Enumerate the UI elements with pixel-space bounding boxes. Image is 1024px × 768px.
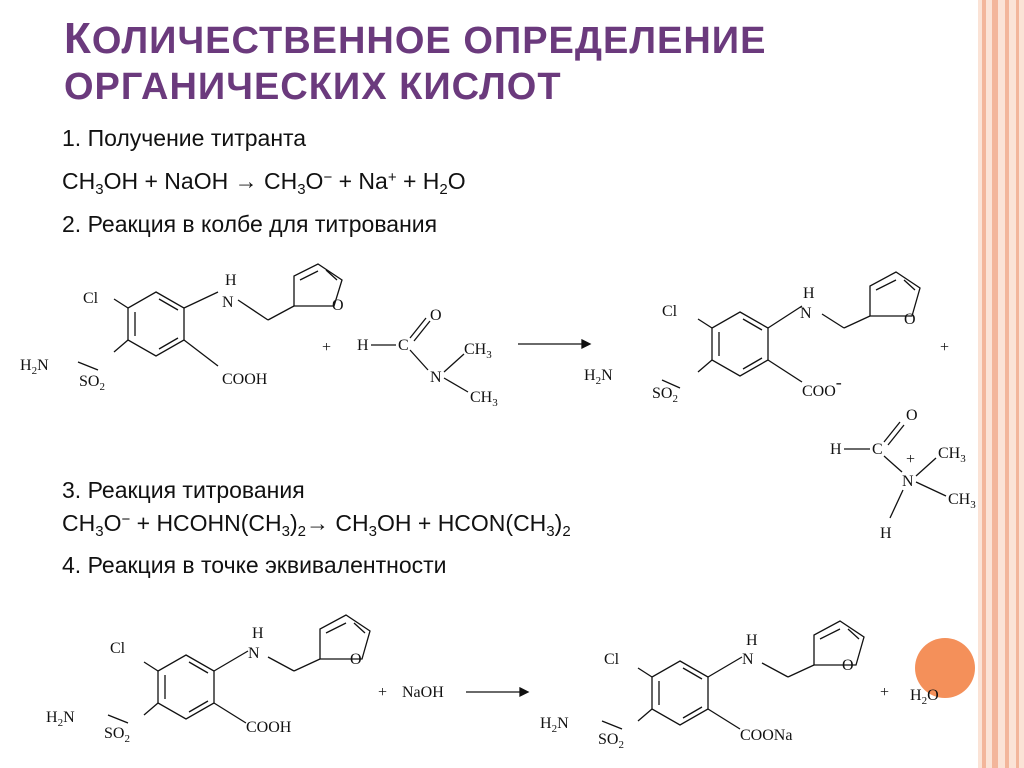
decorative-stripes bbox=[978, 0, 1024, 768]
nh-h-label-1: H bbox=[225, 272, 237, 289]
nh-n-label-3: N bbox=[248, 645, 260, 662]
equation-3: CH3O− + HCOHN(CH3)2→ CH3OH + HCON(CH3)2 bbox=[62, 510, 571, 540]
h2n-label-1: H2N bbox=[20, 357, 49, 377]
coo-anion-label: COO- bbox=[802, 372, 842, 400]
cat-o-label: O bbox=[906, 407, 918, 424]
coona-label: COONa bbox=[740, 727, 792, 744]
so2-label-2: SO2 bbox=[652, 385, 678, 405]
cat-nh-label: H bbox=[880, 525, 892, 542]
cl-label-4: Cl bbox=[604, 651, 620, 668]
cl-label-1: Cl bbox=[83, 290, 99, 307]
furan-o-label-4: O bbox=[842, 657, 854, 674]
h2n-label-3: H2N bbox=[46, 709, 75, 729]
cooh-label-1: COOH bbox=[222, 371, 268, 388]
plus-sign-4: + bbox=[880, 684, 889, 701]
cooh-label-3: COOH bbox=[246, 719, 292, 736]
h2n-label-4: H2N bbox=[540, 715, 569, 735]
plus-sign-1: + bbox=[322, 339, 331, 356]
nh-n-label-2: N bbox=[800, 305, 812, 322]
plus-sign-2: + bbox=[940, 339, 949, 356]
so2-label-1: SO2 bbox=[79, 373, 105, 393]
nh-h-label-2: H bbox=[803, 285, 815, 302]
h2n-label-2: H2N bbox=[584, 367, 613, 387]
dmf-c-label: C bbox=[398, 337, 409, 354]
step-1-heading: 1. Получение титранта bbox=[62, 125, 307, 151]
so2-label-4: SO2 bbox=[598, 731, 624, 751]
step-2-heading: 2. Реакция в колбе для титрования bbox=[62, 211, 438, 237]
dmf-h-label: H bbox=[357, 337, 369, 354]
furan-o-label-2: O bbox=[904, 311, 916, 328]
nh-n-label-4: N bbox=[742, 651, 754, 668]
slide-title-line-2: органических кислот bbox=[64, 66, 562, 108]
step-4-heading: 4. Реакция в точке эквивалентности bbox=[62, 552, 447, 578]
so2-label-3: SO2 bbox=[104, 725, 130, 745]
naoh-label: NaOH bbox=[402, 684, 444, 701]
dmf-ch3-lower: CH3 bbox=[470, 389, 498, 409]
nh-h-label-4: H bbox=[746, 632, 758, 649]
cat-h-label: H bbox=[830, 441, 842, 458]
nh-n-label-1: N bbox=[222, 294, 234, 311]
furan-o-label-3: O bbox=[350, 651, 362, 668]
cl-label-3: Cl bbox=[110, 640, 126, 657]
cat-n-label: N bbox=[902, 473, 914, 490]
nh-h-label-3: H bbox=[252, 625, 264, 642]
furan-o-label-1: O bbox=[332, 297, 344, 314]
dmf-o-label: O bbox=[430, 307, 442, 324]
cat-c-label: C bbox=[872, 441, 883, 458]
cl-label-2: Cl bbox=[662, 303, 678, 320]
plus-sign-3: + bbox=[378, 684, 387, 701]
cat-ch3-lower: CH3 bbox=[948, 491, 976, 511]
decorative-orange-circle bbox=[915, 638, 975, 698]
dmf-n-label: N bbox=[430, 369, 442, 386]
cat-ch3-upper: CH3 bbox=[938, 445, 966, 465]
step-3-heading: 3. Реакция титрования bbox=[62, 477, 305, 503]
cat-plus-charge: + bbox=[906, 451, 915, 468]
dmf-ch3-upper: CH3 bbox=[464, 341, 492, 361]
equation-1: CH3OH + NaOH → CH3O− + Na+ + H2O bbox=[62, 168, 466, 198]
slide-title-line-1: Количественное определение bbox=[64, 14, 767, 63]
